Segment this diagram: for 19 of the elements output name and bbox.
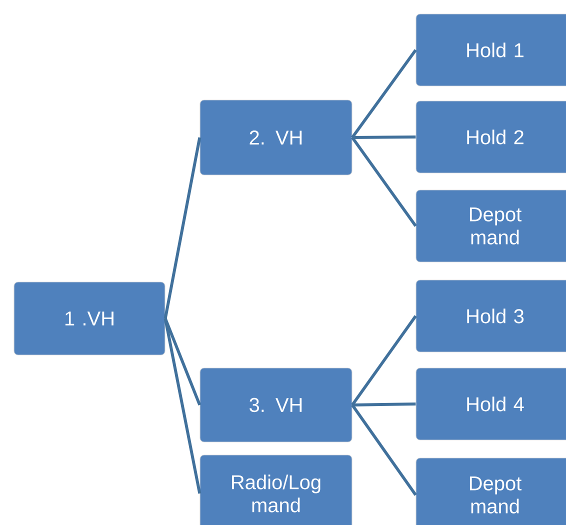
connector-line [164, 137, 202, 319]
process-box: 3. VH [200, 368, 352, 442]
process-box: 1 .VH [14, 282, 166, 356]
process-box: Hold 4 [416, 368, 566, 440]
connector-line [352, 402, 416, 406]
process-box: Depot mand [416, 458, 566, 525]
process-box: 2. VH [200, 100, 352, 176]
process-box: Radio/Log mand [200, 454, 352, 525]
connector-line [352, 136, 416, 139]
process-box: Hold 1 [416, 14, 566, 86]
connector-line [351, 136, 417, 227]
process-box: Depot mand [416, 190, 566, 262]
connector-line [164, 318, 202, 406]
connector-line [164, 318, 202, 494]
process-box: Hold 2 [416, 100, 566, 174]
connector-line [351, 49, 417, 138]
process-box: Hold 3 [416, 280, 566, 352]
connector-line [351, 404, 417, 496]
connector-line [351, 315, 417, 406]
